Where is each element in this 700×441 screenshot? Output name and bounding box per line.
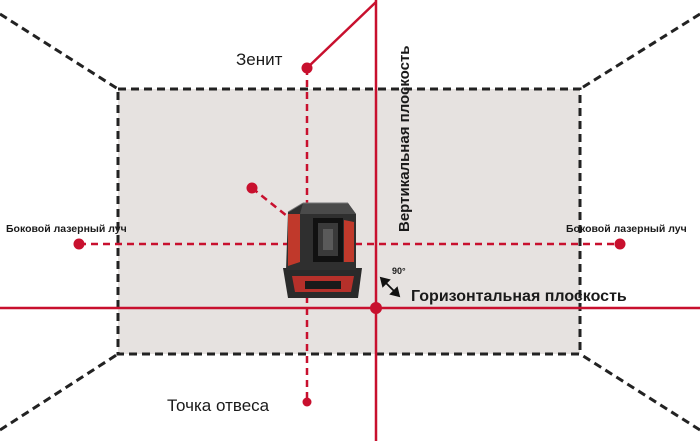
side-point-left bbox=[73, 238, 85, 250]
front-beam-line bbox=[251, 187, 293, 221]
plane-intersection-point bbox=[370, 302, 382, 314]
angle-label: 90° bbox=[392, 266, 406, 276]
vertical-plane-label: Вертикальная плоскость bbox=[396, 45, 413, 232]
plumb-point-label: Точка отвеса bbox=[167, 396, 270, 415]
room-edges bbox=[0, 12, 700, 432]
laser-level-device-icon bbox=[283, 202, 362, 298]
right-angle-arrow-icon bbox=[379, 276, 401, 298]
room-edge-bottom-left bbox=[0, 352, 119, 432]
zenith-ceiling-line bbox=[306, 1, 377, 69]
front-point bbox=[246, 182, 258, 194]
side-beam-left-label: Боковой лазерный луч bbox=[6, 223, 127, 235]
room-edge-top-left bbox=[0, 12, 119, 91]
side-point-right bbox=[614, 238, 626, 250]
plumb-point bbox=[302, 397, 312, 407]
side-beam-right-label: Боковой лазерный луч bbox=[566, 223, 687, 235]
horizontal-plane-label: Горизонтальная плоскость bbox=[411, 288, 627, 305]
zenith-label: Зенит bbox=[236, 50, 283, 69]
room-edge-top-right bbox=[579, 12, 700, 91]
room-edge-bottom-right bbox=[579, 352, 700, 432]
laser-points bbox=[73, 62, 626, 407]
zenith-point bbox=[301, 62, 313, 74]
